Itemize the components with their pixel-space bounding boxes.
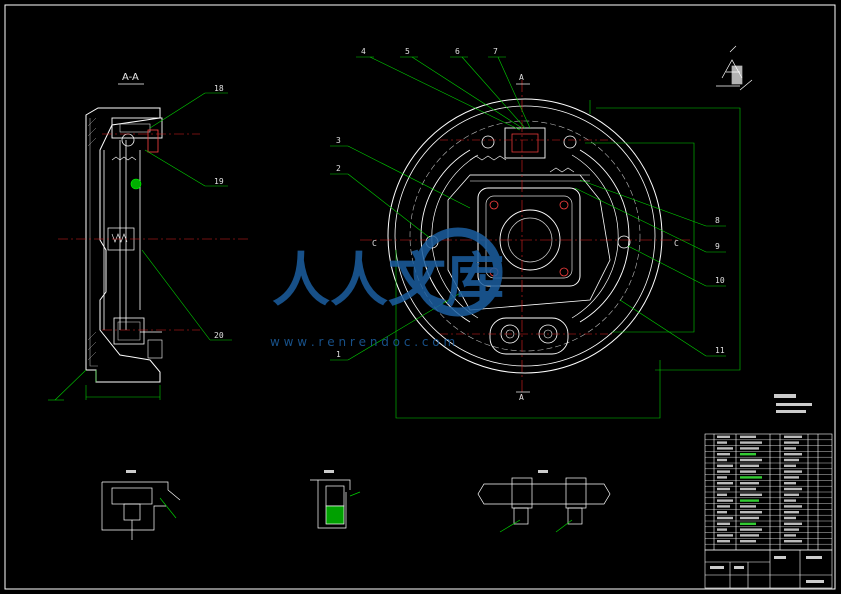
parts-list-cell-text <box>740 534 759 537</box>
parts-list-cell-text <box>784 522 802 525</box>
parts-list-cell-text <box>784 493 799 496</box>
parts-list-cell-text <box>740 499 759 502</box>
parts-list-cell-text <box>717 505 730 508</box>
parts-list-cell-text <box>717 470 730 473</box>
parts-list-cell-text <box>740 516 759 520</box>
section-title: A-A <box>122 72 139 83</box>
parts-list-cell-text <box>784 447 796 450</box>
parts-list-cell-text <box>740 441 762 444</box>
callout-19: 19 <box>214 177 224 186</box>
parts-list-cell-text <box>784 435 802 438</box>
parts-list-cell-text <box>717 487 730 491</box>
parts-list-cell-text <box>740 435 756 438</box>
parts-list-cell-text <box>740 458 762 462</box>
parts-list-cell-text <box>717 458 727 462</box>
parts-list-cell-text <box>784 482 796 485</box>
parts-list-cell-text <box>740 528 762 531</box>
detail-view-1 <box>101 470 181 540</box>
section-mark-bottom: A <box>519 393 524 402</box>
parts-list-cell-text <box>740 505 756 508</box>
title-block <box>704 549 833 589</box>
parts-list-cell-text <box>717 534 733 537</box>
parts-list-cell-text <box>784 476 799 479</box>
section-view-aa: A-A <box>48 72 248 401</box>
parts-list-cell-text <box>740 482 759 485</box>
parts-list-cell-text <box>717 540 730 543</box>
callout-7: 7 <box>493 47 498 56</box>
parts-list-cell-text <box>784 534 796 537</box>
section-mark-right: C <box>674 239 679 248</box>
front-view: A A C C 4 5 6 7 3 2 1 <box>330 47 741 419</box>
parts-list-cell-text <box>717 464 733 467</box>
parts-list-cell-text <box>740 470 756 473</box>
parts-list-cell-text <box>740 493 762 496</box>
drawing-frame <box>4 4 836 590</box>
callout-4: 4 <box>361 47 366 56</box>
parts-list-cell-text <box>740 453 756 456</box>
parts-list-cell-text <box>717 528 727 531</box>
parts-list-rows <box>705 435 832 545</box>
parts-list-cell-text <box>717 493 727 496</box>
callout-6: 6 <box>455 47 460 56</box>
parts-list-cell-text <box>740 447 759 450</box>
parts-list-cell-text <box>717 522 730 525</box>
parts-list-cell-text <box>740 487 756 491</box>
callout-3: 3 <box>336 136 341 145</box>
section-mark-left: C <box>372 239 377 248</box>
parts-list-cell-text <box>784 453 802 456</box>
roughness-symbol <box>716 45 753 91</box>
parts-list-cell-text <box>784 441 799 444</box>
parts-list-cell-text <box>784 499 796 502</box>
detail-view-2 <box>310 470 361 529</box>
callout-5: 5 <box>405 47 410 56</box>
parts-list-cell-text <box>740 540 756 543</box>
callout-18: 18 <box>214 84 224 93</box>
watermark-brand: 人人文库 <box>272 246 504 314</box>
callout-2: 2 <box>336 164 341 173</box>
parts-list-cell-text <box>717 453 730 456</box>
watermark: 人人文库 w w w . r e n r e n d o c . c o m <box>270 227 504 349</box>
parts-list-cell-text <box>784 487 802 491</box>
notes-block <box>774 394 812 413</box>
parts-list-cell-text <box>717 447 733 450</box>
parts-list-cell-text <box>717 482 733 485</box>
parts-list-cell-text <box>784 528 799 531</box>
parts-list-cell-text <box>740 511 762 514</box>
parts-list-cell-text <box>740 476 762 479</box>
parts-list-cell-text <box>784 505 802 508</box>
callout-9: 9 <box>715 242 720 251</box>
parts-list-cell-text <box>717 441 727 444</box>
parts-list-cell-text <box>740 464 759 467</box>
callout-11: 11 <box>715 346 725 355</box>
parts-list-cell-text <box>717 435 730 438</box>
parts-list-cell-text <box>784 516 796 520</box>
parts-list-cell-text <box>717 499 733 502</box>
callout-10: 10 <box>715 276 725 285</box>
callout-1: 1 <box>336 350 341 359</box>
callout-8: 8 <box>715 216 720 225</box>
parts-list-cell-text <box>784 464 796 467</box>
parts-list-cell-text <box>784 540 802 543</box>
parts-list-cell-text <box>784 511 799 514</box>
detail-view-3 <box>477 470 611 533</box>
parts-list-cell-text <box>784 470 802 473</box>
parts-list-cell-text <box>784 458 799 462</box>
parts-list-cell-text <box>717 516 733 520</box>
watermark-url: w w w . r e n r e n d o c . c o m <box>270 335 455 349</box>
section-mark-top: A <box>519 73 524 82</box>
parts-list-cell-text <box>717 476 727 479</box>
parts-list-cell-text <box>717 511 727 514</box>
parts-list-cell-text <box>740 522 756 525</box>
callout-20: 20 <box>214 331 224 340</box>
